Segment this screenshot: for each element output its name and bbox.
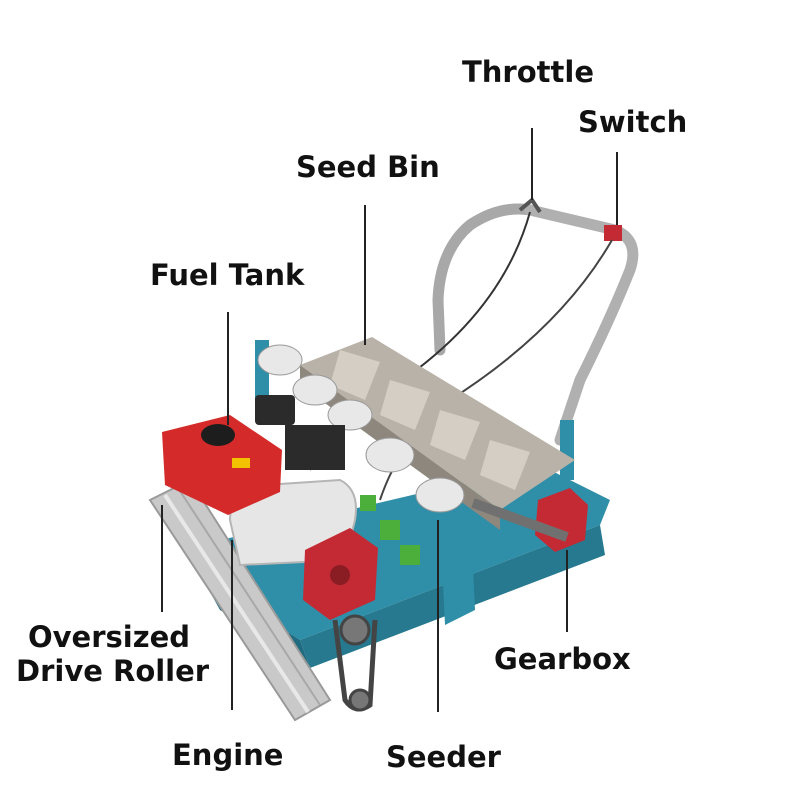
switch-box — [604, 225, 622, 241]
gearbox-right — [535, 488, 588, 552]
sprocket — [339, 614, 371, 646]
label-seed-bin: Seed Bin — [296, 150, 440, 184]
axle — [471, 498, 569, 542]
seeder-bracket — [400, 545, 420, 565]
roller-line — [163, 493, 310, 714]
seeder-disc — [292, 374, 338, 406]
seed-bin-divider-1 — [330, 350, 380, 400]
fuel-tank-cap — [201, 424, 235, 446]
label-throttle: Throttle — [462, 55, 594, 89]
frame-post — [440, 505, 475, 625]
label-gearbox: Gearbox — [494, 642, 631, 676]
label-fuel-tank: Fuel Tank — [150, 258, 305, 292]
seeder-units — [257, 344, 465, 565]
handle-right-bar — [524, 204, 639, 446]
label-oversized-drive-roller: Oversized Drive Roller — [16, 620, 209, 688]
engine-block — [285, 425, 345, 470]
seeder-bracket — [380, 520, 400, 540]
seed-bin-divider-3 — [430, 410, 480, 460]
sprocket — [348, 688, 372, 712]
seed-bin-divider-4 — [480, 440, 530, 490]
seeder-disc — [257, 344, 303, 376]
roller-line — [177, 487, 321, 706]
handle-left-bar — [432, 203, 536, 356]
seed-bin-divider-2 — [380, 380, 430, 430]
engine-pullstart — [255, 395, 295, 425]
label-oversized-drive-roller-line1: Oversized — [28, 620, 191, 654]
label-oversized-drive-roller-line2: Drive Roller — [16, 654, 210, 688]
fuel-tank-body — [162, 415, 282, 515]
seeder-disc — [415, 477, 465, 513]
frame-upright-right — [560, 420, 574, 480]
gearbox-front-bearing — [330, 565, 350, 585]
label-switch: Switch — [578, 105, 688, 139]
seeder-disc — [327, 399, 373, 431]
label-seeder: Seeder — [386, 740, 501, 774]
seeder-disc — [365, 437, 415, 473]
fuel-tank-sticker — [232, 458, 250, 468]
seeder-bracket — [360, 495, 376, 511]
label-engine: Engine — [172, 738, 284, 772]
